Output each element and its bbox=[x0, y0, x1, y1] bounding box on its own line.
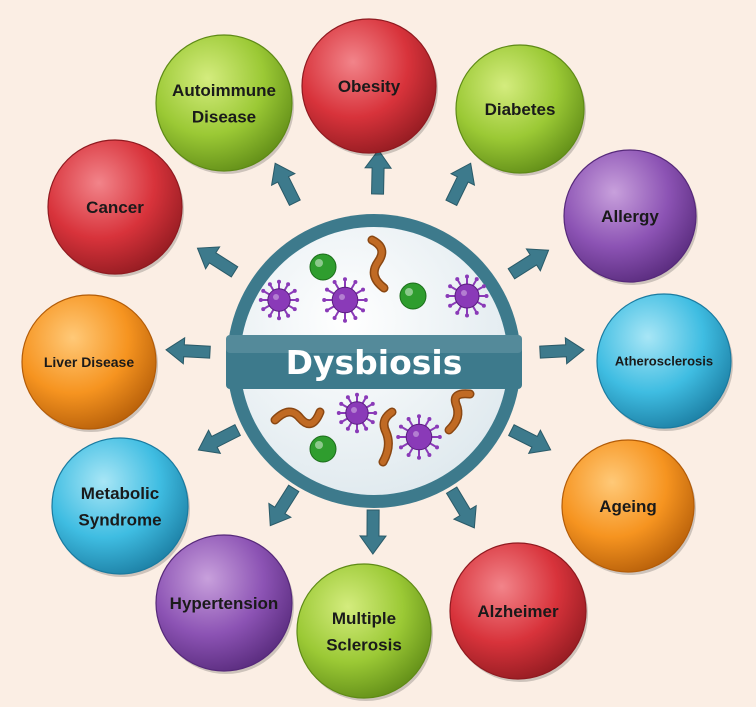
virus-icon bbox=[336, 392, 378, 434]
node-diabetes: Diabetes bbox=[455, 44, 586, 176]
node-label: Atherosclerosis bbox=[615, 354, 713, 369]
node-label-line: Atherosclerosis bbox=[615, 354, 713, 369]
node-circle bbox=[155, 534, 293, 672]
node-label-line: Liver Disease bbox=[44, 354, 134, 370]
node-label-line: Syndrome bbox=[78, 510, 161, 529]
arrow-ageing bbox=[507, 424, 552, 455]
node-label-line: Disease bbox=[192, 107, 256, 126]
arrow-atherosclerosis bbox=[539, 336, 585, 365]
node-label-line: Cancer bbox=[86, 198, 144, 217]
virus-icon bbox=[258, 279, 300, 321]
node-atherosclerosis: Atherosclerosis bbox=[596, 293, 733, 431]
worm-icon bbox=[367, 235, 389, 293]
node-circle bbox=[563, 149, 697, 283]
node-circle bbox=[296, 563, 432, 699]
arrow-autoimmune-disease bbox=[270, 162, 301, 207]
node-label-line: Autoimmune bbox=[172, 81, 276, 100]
worm-icon bbox=[378, 407, 397, 467]
center-banner bbox=[226, 335, 522, 389]
arrow-cancer bbox=[196, 246, 239, 278]
node-label: Hypertension bbox=[170, 594, 279, 613]
node-label-line: Allergy bbox=[601, 207, 659, 226]
arrow-diabetes bbox=[445, 162, 476, 207]
node-circle bbox=[21, 294, 157, 430]
node-cancer: Cancer bbox=[47, 139, 184, 277]
arrow-metabolic-syndrome bbox=[197, 424, 242, 455]
bacteria-icon bbox=[309, 435, 337, 463]
node-liver-disease: Liver Disease bbox=[21, 294, 158, 432]
node-label: Diabetes bbox=[485, 100, 556, 119]
node-allergy: Allergy bbox=[563, 149, 698, 285]
node-alzheimer: Alzheimer bbox=[449, 542, 588, 682]
node-label: Obesity bbox=[338, 77, 401, 96]
bacteria-icon bbox=[309, 253, 337, 281]
node-label: Ageing bbox=[599, 497, 657, 516]
nodes-layer: ObesityDiabetesAllergyAtherosclerosisAge… bbox=[21, 18, 733, 701]
node-label: Allergy bbox=[601, 207, 659, 226]
node-obesity: Obesity bbox=[301, 18, 438, 156]
arrow-obesity bbox=[364, 149, 393, 195]
center-banner-highlight bbox=[226, 335, 522, 353]
node-circle bbox=[561, 439, 695, 573]
worm-icon bbox=[270, 407, 325, 429]
node-label-line: Alzheimer bbox=[477, 602, 559, 621]
node-label-line: Metabolic bbox=[81, 484, 159, 503]
arrow-hypertension bbox=[268, 484, 300, 527]
node-label: Liver Disease bbox=[44, 354, 134, 370]
node-circle bbox=[596, 293, 732, 429]
worm-icon bbox=[444, 389, 475, 435]
arrow-allergy bbox=[507, 248, 550, 280]
node-circle bbox=[47, 139, 183, 275]
center-circle: Dysbiosis bbox=[226, 214, 522, 508]
virus-icon bbox=[445, 274, 489, 318]
virus-icon bbox=[322, 277, 368, 323]
node-label: Cancer bbox=[86, 198, 144, 217]
node-circle bbox=[51, 437, 189, 575]
node-label-line: Ageing bbox=[599, 497, 657, 516]
microbes-layer bbox=[258, 235, 489, 467]
node-ageing: Ageing bbox=[561, 439, 696, 575]
node-circle bbox=[155, 34, 293, 172]
node-label-line: Sclerosis bbox=[326, 635, 402, 654]
node-circle bbox=[455, 44, 585, 174]
node-label-line: Obesity bbox=[338, 77, 401, 96]
node-label-line: Hypertension bbox=[170, 594, 279, 613]
arrows-layer bbox=[165, 149, 585, 555]
arrow-multiple-sclerosis bbox=[359, 509, 387, 555]
node-label-line: Diabetes bbox=[485, 100, 556, 119]
center-title: Dysbiosis bbox=[286, 343, 463, 382]
node-label-line: Multiple bbox=[332, 609, 396, 628]
node-circle bbox=[301, 18, 437, 154]
arrow-alzheimer bbox=[445, 486, 477, 529]
node-label: Alzheimer bbox=[477, 602, 559, 621]
arrow-liver-disease bbox=[165, 336, 211, 365]
bacteria-icon bbox=[399, 282, 427, 310]
node-circle bbox=[449, 542, 587, 680]
virus-icon bbox=[396, 414, 442, 460]
node-hypertension: Hypertension bbox=[155, 534, 294, 674]
